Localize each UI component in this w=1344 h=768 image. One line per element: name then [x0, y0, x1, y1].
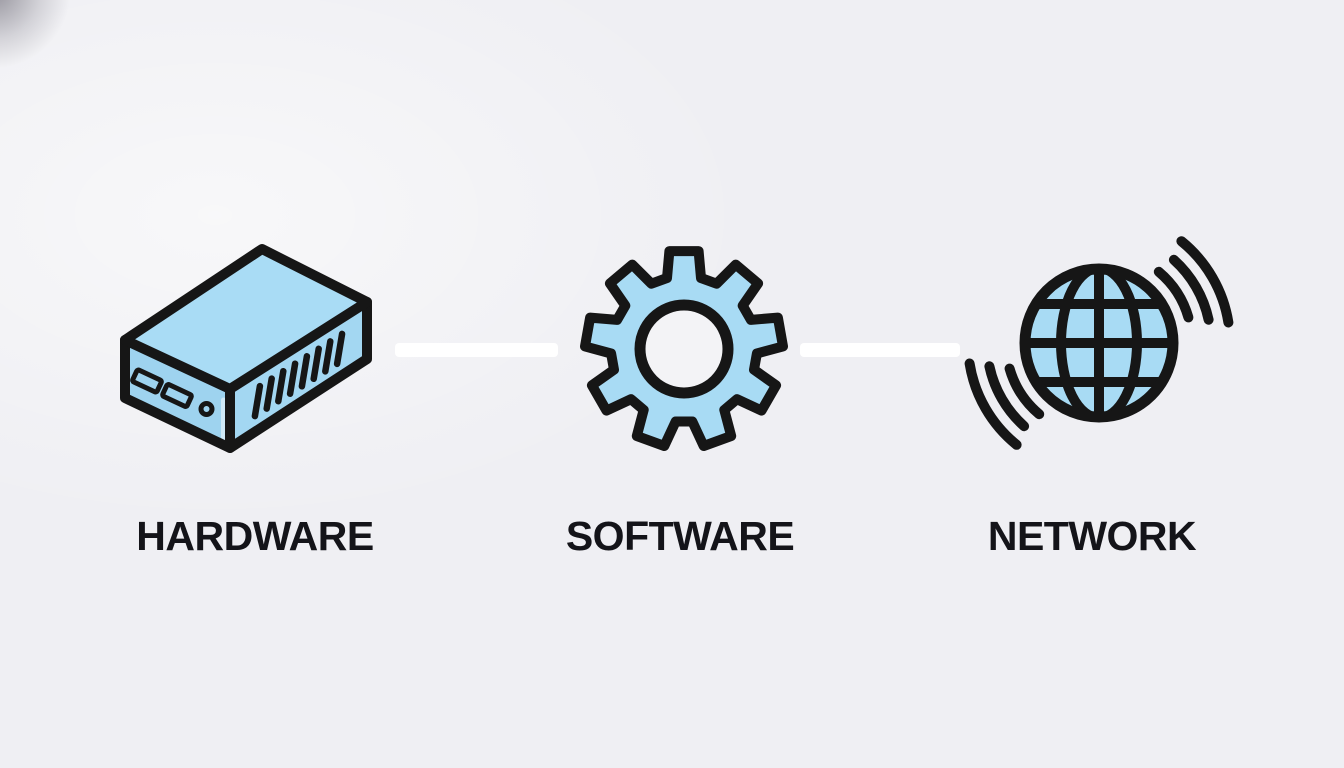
hardware-device-icon — [120, 244, 372, 453]
usb-port-icon — [130, 367, 164, 395]
globe-outline — [1019, 263, 1179, 423]
vent-grill-icon — [251, 330, 346, 420]
signal-waves-bottom-left-icon — [964, 358, 1045, 450]
globe-wireless-icon — [964, 236, 1234, 450]
gear-center-hole — [634, 299, 734, 399]
network-label: NETWORK — [987, 513, 1197, 559]
device-top-face — [125, 249, 367, 389]
usb-port-icon — [160, 382, 194, 409]
hardware-label: HARDWARE — [136, 513, 374, 559]
software-label: SOFTWARE — [565, 513, 795, 559]
power-button-icon — [198, 401, 215, 417]
corner-smudge — [0, 0, 80, 80]
signal-waves-top-right-icon — [1153, 236, 1234, 328]
connector-software-network — [800, 343, 960, 357]
gear-icon — [580, 246, 788, 451]
device-outline — [120, 244, 372, 453]
connector-hardware-software — [395, 343, 558, 357]
globe-grid — [1025, 269, 1173, 417]
device-side-face — [230, 302, 367, 448]
